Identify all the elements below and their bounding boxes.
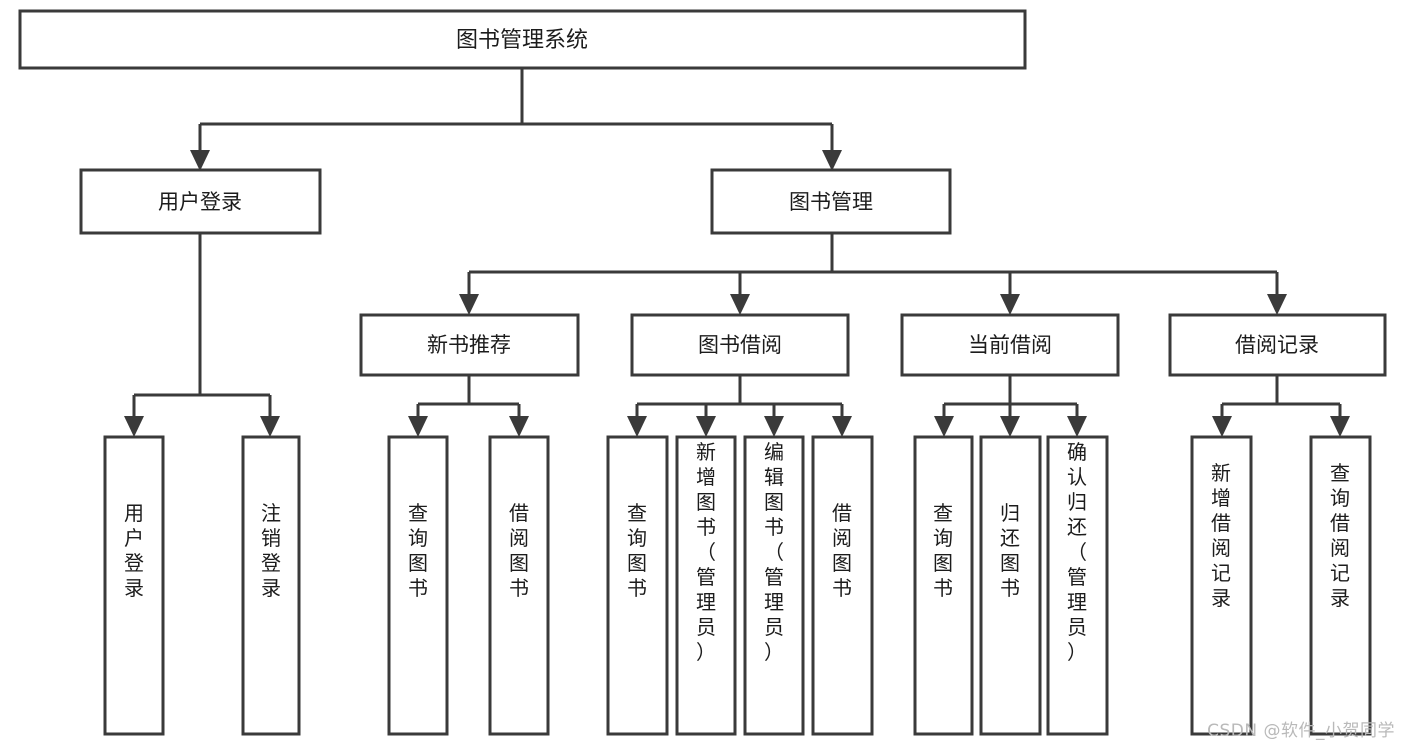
node-label-system-root: 图书管理系统 <box>456 28 588 53</box>
leaf-label-user-login: 用户登录 <box>124 501 144 600</box>
leaf-label-query-book-rec: 查询图书 <box>408 501 428 600</box>
leaf-node[interactable]: 新增图书（管理员） <box>675 435 737 736</box>
leaf-label-confirm-return-admin: 确认归还（管理员） <box>1067 440 1087 664</box>
node-label-book-borrowing: 图书借阅 <box>698 333 782 357</box>
node-label-new-book-recommendation: 新书推荐 <box>427 333 511 357</box>
leaf-node[interactable]: 借阅图书 <box>488 435 550 736</box>
leaf-label-return-book: 归还图书 <box>1000 501 1020 600</box>
leaf-label-borrow-book-rec: 借阅图书 <box>509 501 529 600</box>
connector-book-mgmt-to-level3 <box>459 233 1287 315</box>
leaf-node[interactable]: 查询图书 <box>387 435 449 736</box>
leaf-node[interactable]: 确认归还（管理员） <box>1046 435 1109 736</box>
leaf-label-logout: 注销登录 <box>261 501 281 600</box>
node-borrow-records[interactable]: 借阅记录 <box>1168 313 1387 377</box>
node-label-book-management: 图书管理 <box>789 190 873 214</box>
leaf-node[interactable]: 查询借阅记录 <box>1309 435 1372 736</box>
connector-user-login-to-leaves <box>124 233 280 437</box>
node-label-borrow-records: 借阅记录 <box>1235 333 1319 357</box>
node-book-management[interactable]: 图书管理 <box>710 168 952 235</box>
leaf-label-query-book-current: 查询图书 <box>933 501 953 600</box>
connector-root-to-level2 <box>190 68 842 171</box>
leaf-label-borrow-book-borrow: 借阅图书 <box>832 501 852 600</box>
leaf-label-query-borrow-record: 查询借阅记录 <box>1330 461 1350 610</box>
csdn-watermark: CSDN @软件_小贺同学 <box>1207 721 1395 741</box>
leaf-node[interactable]: 用户登录 <box>103 435 165 736</box>
leaf-node[interactable]: 归还图书 <box>979 435 1042 736</box>
connector-new-book-rec-to-leaves <box>408 375 529 437</box>
connector-borrow-records-to-leaves <box>1212 375 1350 437</box>
leaf-label-query-book-borrow: 查询图书 <box>627 501 647 600</box>
leaf-node[interactable]: 注销登录 <box>241 435 301 736</box>
node-system-root[interactable]: 图书管理系统 <box>18 9 1027 70</box>
leaf-node[interactable]: 借阅图书 <box>811 435 874 736</box>
leaf-node[interactable]: 查询图书 <box>913 435 974 736</box>
connector-current-borrow-to-leaves <box>934 375 1087 437</box>
connector-book-borrow-to-leaves <box>627 375 852 437</box>
leaf-label-edit-book-admin: 编辑图书（管理员） <box>764 440 784 664</box>
node-current-borrowing[interactable]: 当前借阅 <box>900 313 1120 377</box>
leaf-node[interactable]: 查询图书 <box>606 435 669 736</box>
node-book-borrowing[interactable]: 图书借阅 <box>630 313 850 377</box>
leaf-node[interactable]: 编辑图书（管理员） <box>743 435 805 736</box>
node-user-login[interactable]: 用户登录 <box>79 168 322 235</box>
node-new-book-recommendation[interactable]: 新书推荐 <box>359 313 580 377</box>
leaf-label-add-book-admin: 新增图书（管理员） <box>696 440 716 664</box>
node-label-user-login: 用户登录 <box>158 190 242 214</box>
node-label-current-borrowing: 当前借阅 <box>968 333 1052 357</box>
leaf-node[interactable]: 新增借阅记录 <box>1190 435 1253 736</box>
leaf-label-add-borrow-record: 新增借阅记录 <box>1211 461 1231 610</box>
